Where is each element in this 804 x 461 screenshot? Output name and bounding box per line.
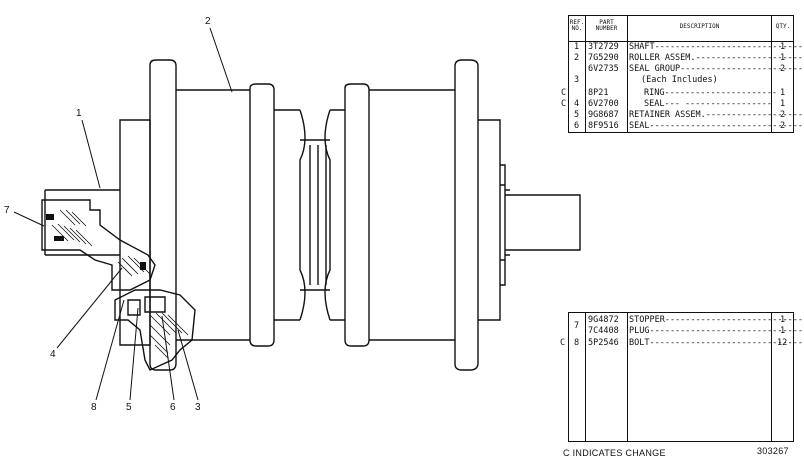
header-description: DESCRIPTION bbox=[679, 23, 720, 30]
callout-5: 5 bbox=[126, 402, 132, 413]
callout-4: 4 bbox=[50, 349, 56, 360]
header-qty: QTY. bbox=[775, 23, 791, 30]
callout-6: 6 bbox=[170, 402, 176, 413]
change-note: C INDICATES CHANGE bbox=[563, 448, 666, 458]
header-ref-no: REF.NO. bbox=[569, 19, 585, 32]
illustration-number: 303267 bbox=[757, 446, 789, 456]
callout-7: 7 bbox=[4, 205, 10, 216]
callout-3: 3 bbox=[195, 402, 201, 413]
callout-1: 1 bbox=[76, 108, 82, 119]
callout-2: 2 bbox=[205, 16, 211, 27]
callout-8: 8 bbox=[91, 402, 97, 413]
parts-table-bottom: 9G4872 STOPPER--------------------------… bbox=[560, 312, 804, 442]
